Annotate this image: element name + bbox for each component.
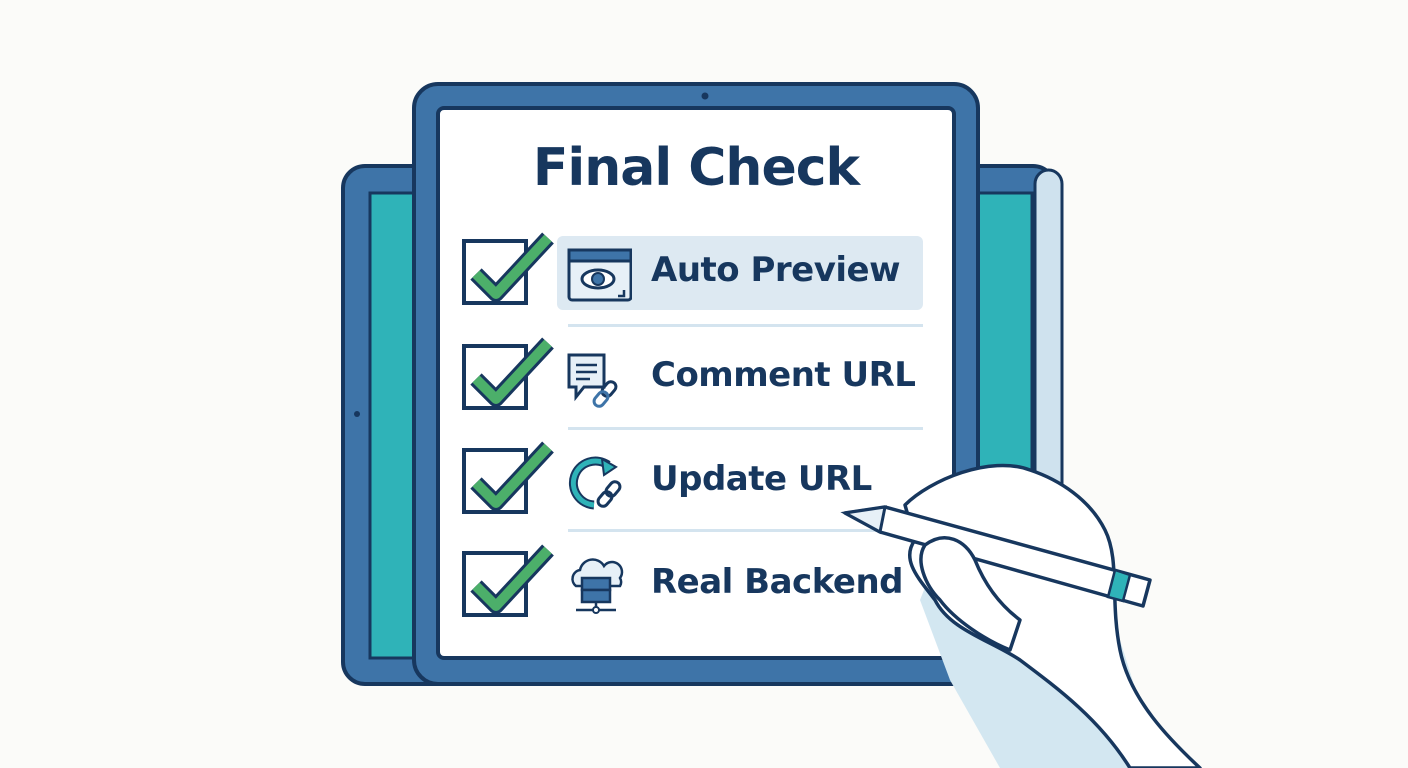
comment-link-icon <box>567 353 618 408</box>
pen-icon <box>840 505 1152 608</box>
checkmark-icon <box>470 337 554 407</box>
divider <box>568 427 923 430</box>
browser-eye-icon <box>567 248 632 302</box>
item-label: Comment URL <box>651 355 916 395</box>
checklist-item-real-backend[interactable]: Real Backend <box>462 544 932 622</box>
back-tablet-screen-left <box>368 191 422 660</box>
item-label: Auto Preview <box>651 250 901 290</box>
camera-dot <box>701 92 709 100</box>
refresh-link-icon <box>568 456 622 510</box>
checkmark-icon <box>470 441 554 511</box>
checklist-item-comment-url[interactable]: Comment URL <box>462 337 932 415</box>
item-label: Real Backend <box>651 562 904 602</box>
checkmark-icon <box>470 544 554 614</box>
divider <box>568 529 923 532</box>
checklist-item-update-url[interactable]: Update URL <box>462 441 932 519</box>
divider <box>568 324 923 327</box>
checkmark-icon <box>470 232 554 302</box>
cloud-server-icon <box>571 558 624 614</box>
page-title: Final Check <box>532 138 860 198</box>
checklist-item-auto-preview[interactable]: Auto Preview <box>462 232 932 310</box>
side-button-dot <box>354 411 360 417</box>
finger-icon <box>919 536 1022 652</box>
item-label: Update URL <box>651 459 872 499</box>
